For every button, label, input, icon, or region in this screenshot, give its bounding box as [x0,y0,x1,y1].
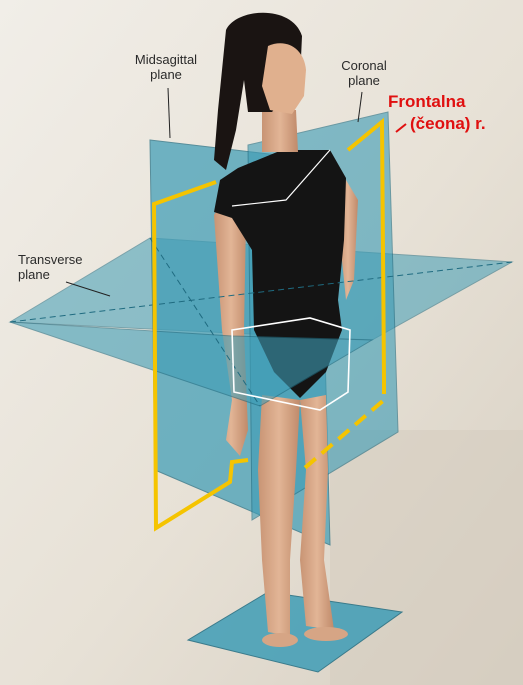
midsagittal-label-line1: Midsagittal [118,52,214,67]
midsagittal-label-line2: plane [118,67,214,82]
neck [262,110,298,152]
transverse-label-line1: Transverse [18,252,98,267]
midsagittal-label: Midsagittal plane [118,52,214,82]
transverse-label-line2: plane [18,267,98,282]
transverse-label: Transverse plane [18,252,98,282]
coronal-label: Coronal plane [334,58,394,88]
coronal-label-line2: plane [334,73,394,88]
coronal-label-line1: Coronal [334,58,394,73]
foot-right [304,627,348,641]
page-text-shadow [330,430,523,685]
frontal-plane-label-line1: Frontalna [388,92,465,112]
frontal-plane-label-line2: (čeona) r. [410,114,486,134]
foot-left [262,633,298,647]
